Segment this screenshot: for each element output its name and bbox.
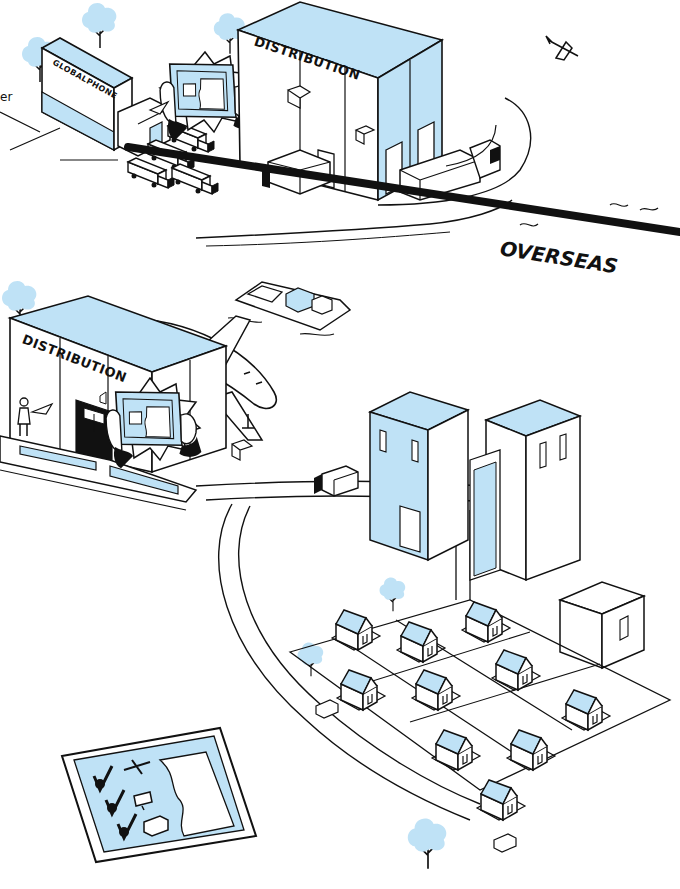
residential-grid [412, 670, 460, 710]
shoreline-road [206, 232, 450, 246]
tree-group [408, 818, 447, 868]
tablet-callout [101, 379, 202, 470]
building-name: GLOBALPHONE [51, 59, 120, 102]
city-buildings [370, 412, 428, 560]
distribution-center-home [470, 140, 500, 178]
residential-grid [462, 602, 510, 642]
worker-figure [20, 398, 28, 406]
city-buildings [560, 600, 602, 668]
building-name: DISTRIBUTION [21, 333, 149, 392]
residential-grid [316, 700, 338, 718]
edge-text-fragment: er [0, 91, 20, 105]
road-network [314, 474, 322, 494]
tree-group [298, 643, 324, 677]
tablet-checklist [62, 728, 256, 862]
distribution-center-home [490, 146, 500, 164]
cargo-ship [236, 282, 350, 330]
globalphone-factory [0, 38, 170, 160]
cargo-ship [248, 286, 282, 302]
city-buildings [470, 450, 500, 580]
truck-fleet [172, 164, 218, 194]
building-sign: DISTRIBUTION [19, 333, 149, 397]
truck-fleet [128, 158, 174, 188]
city-buildings [474, 462, 496, 576]
tablet-callout [150, 102, 168, 114]
cargo-ship [312, 296, 332, 314]
tree-group [82, 3, 116, 48]
tablet-checklist [124, 760, 150, 774]
worker-figure [20, 424, 27, 436]
shoreline-road [446, 125, 496, 166]
city-buildings [526, 416, 580, 580]
airplane-icon [546, 36, 578, 60]
border-divider-line [128, 147, 680, 232]
tablet-checklist [134, 792, 152, 810]
residential-grid [336, 620, 600, 756]
airplane-icon [546, 36, 578, 60]
city-buildings [380, 430, 418, 462]
distribution-center-overseas [88, 414, 100, 432]
tablet-checklist [160, 752, 234, 836]
tablet-checklist [94, 766, 136, 838]
tablet-checklist [62, 728, 256, 862]
city-buildings [620, 616, 628, 640]
distribution-center-home [356, 126, 374, 144]
residential-grid [290, 600, 670, 790]
cargo-airplane [244, 372, 262, 384]
city-buildings [540, 434, 566, 468]
worker-figure [18, 398, 52, 436]
cargo-airplane [242, 414, 254, 428]
tablet-checklist [74, 736, 244, 852]
building-sign: DISTRIBUTION [251, 34, 382, 93]
cargo-ship [286, 288, 314, 312]
residential-grid [562, 690, 610, 730]
residential-grid [397, 622, 445, 662]
residential-grid [494, 834, 516, 852]
region-label: OVERSEAS [498, 238, 640, 284]
worker-figure [32, 404, 52, 414]
residential-grid [432, 730, 480, 770]
residential-grid [477, 780, 525, 820]
building-sign: GLOBALPHONE [49, 59, 120, 105]
distribution-center-overseas [100, 392, 106, 404]
distribution-center-home [288, 86, 310, 108]
residential-grid [290, 600, 670, 852]
tablet-checklist [144, 816, 168, 836]
tablet-checklist [107, 803, 117, 813]
road-network [334, 472, 358, 496]
residential-grid [332, 610, 380, 650]
city-buildings [428, 410, 468, 560]
shoreline-road [196, 200, 512, 238]
tree-group [380, 578, 406, 612]
building-name: DISTRIBUTION [253, 34, 382, 88]
residential-grid [507, 730, 555, 770]
freight-train [0, 470, 186, 510]
city-buildings [400, 506, 420, 552]
city-buildings [602, 596, 644, 668]
tablet-callout [101, 378, 202, 471]
residential-grid [337, 670, 385, 710]
tablet-checklist [95, 779, 105, 789]
tablet-checklist [119, 827, 129, 837]
residential-grid [492, 650, 540, 690]
distribution-center-overseas [232, 440, 252, 460]
tree-group [2, 281, 446, 869]
globalphone-factory [42, 92, 114, 150]
worker-figure [18, 408, 30, 424]
city-buildings [370, 392, 644, 668]
road-network [322, 466, 358, 496]
globalphone-factory [0, 112, 118, 160]
